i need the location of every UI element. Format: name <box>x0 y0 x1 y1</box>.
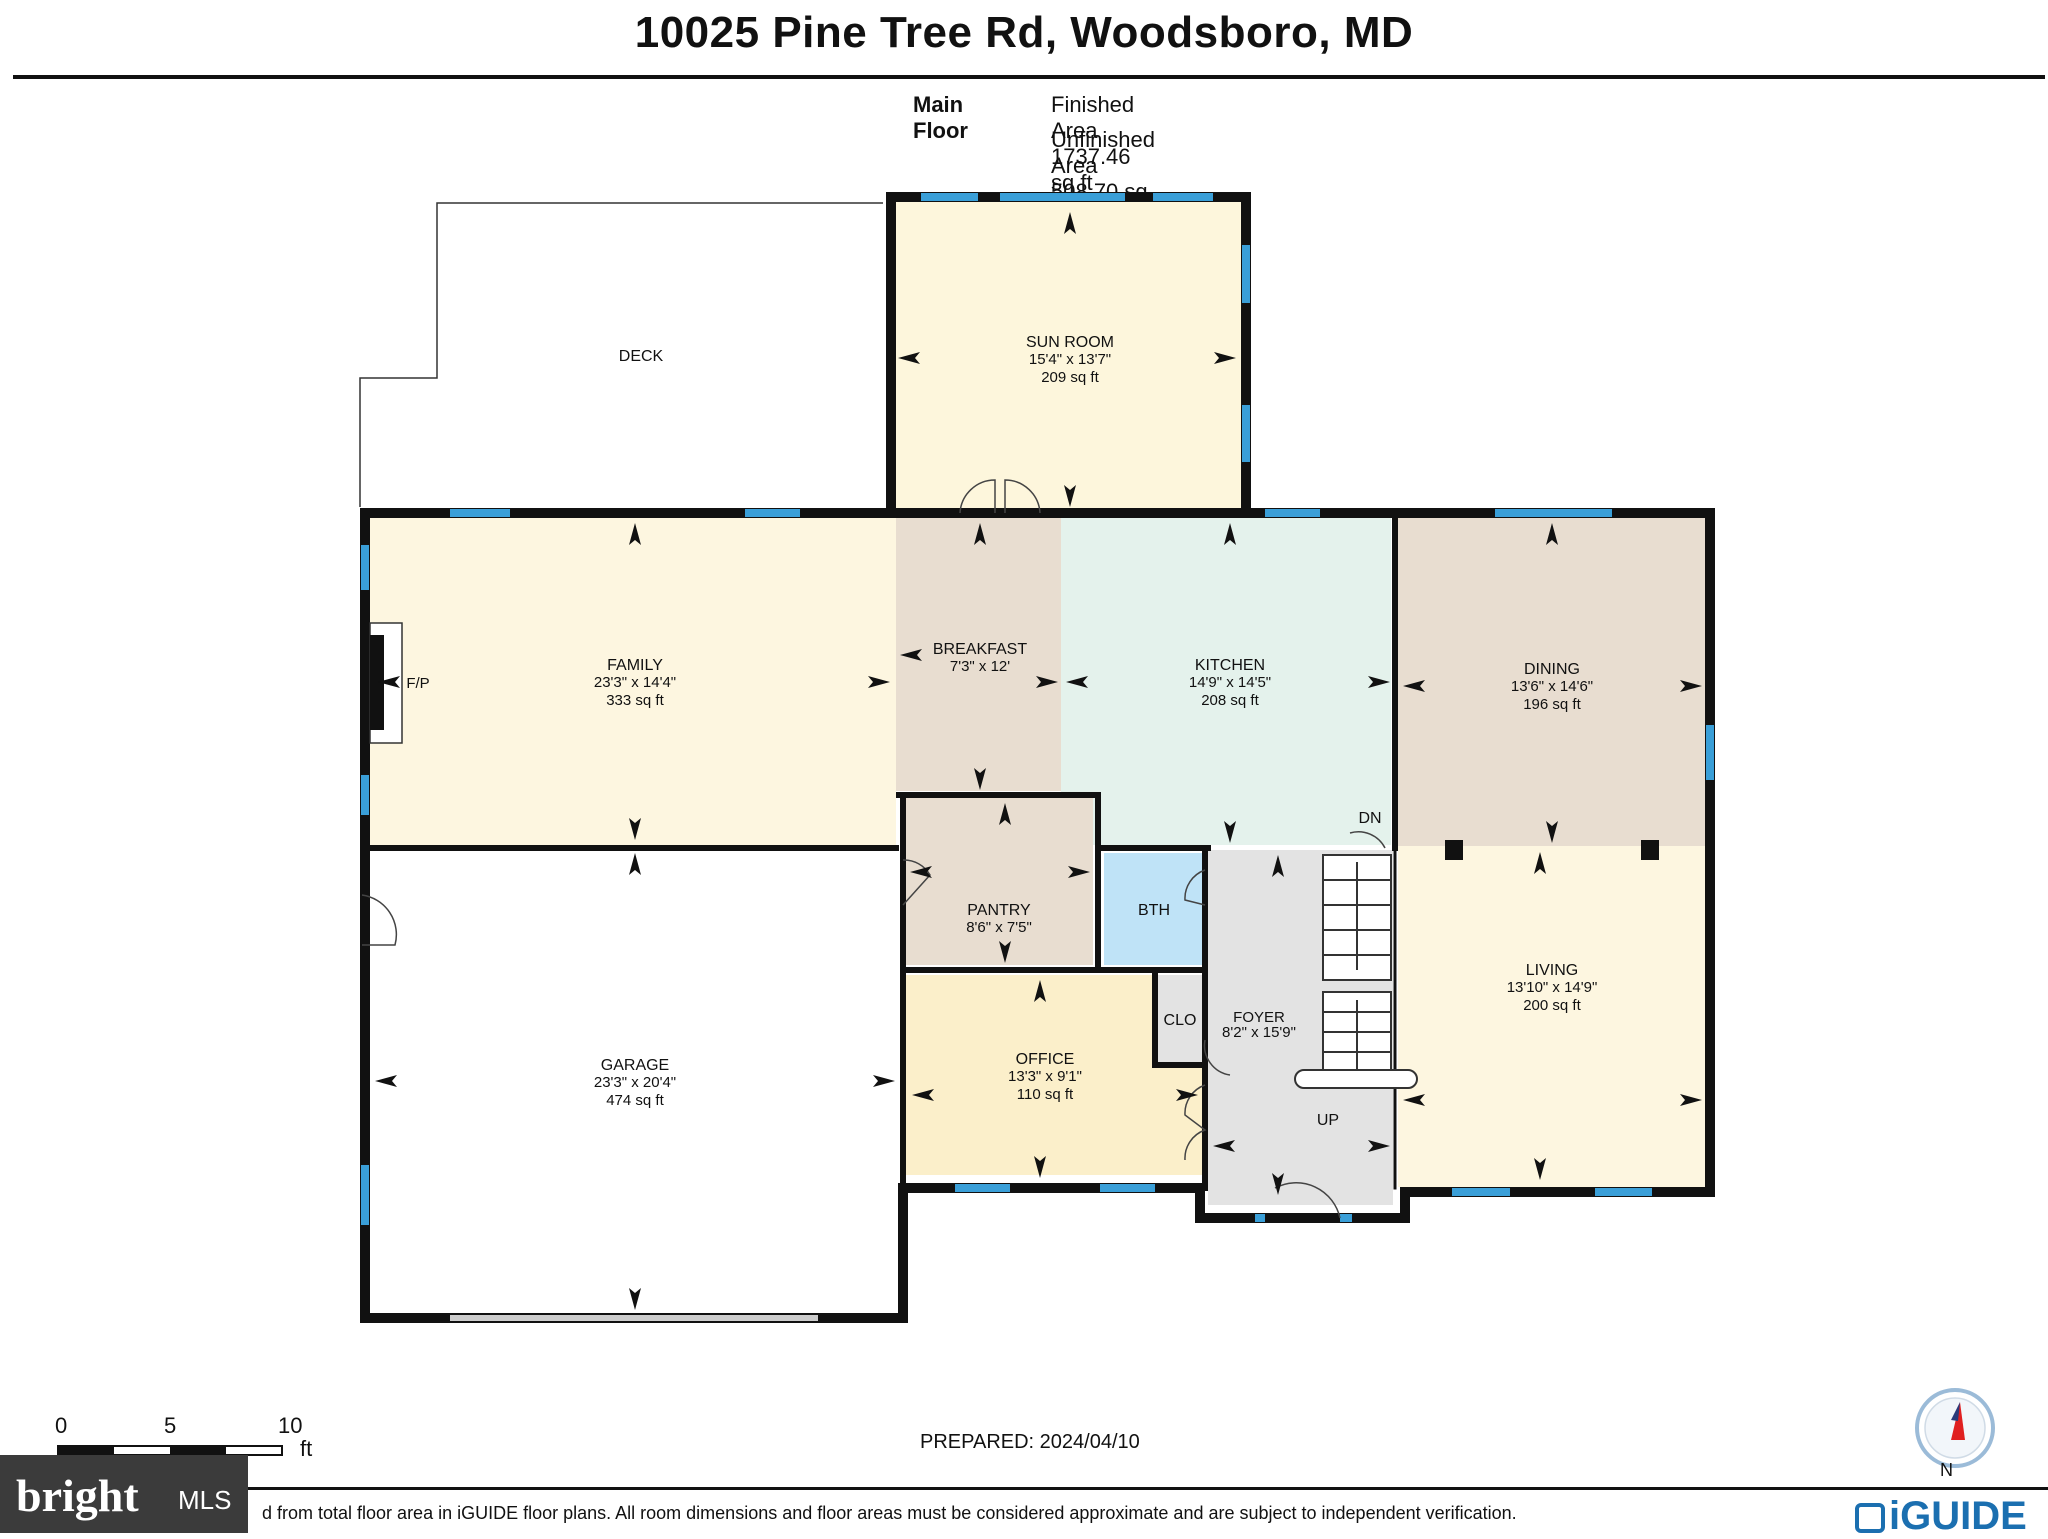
bath-name: BTH <box>1138 902 1170 919</box>
deck-outline <box>359 202 883 507</box>
scale-unit: ft <box>300 1436 313 1461</box>
sunroom-dims: 15'4" x 13'7" <box>1029 351 1111 368</box>
office-area: 110 sq ft <box>1017 1086 1074 1103</box>
foyer-name: FOYER <box>1233 1009 1285 1026</box>
breakfast-name: BREAKFAST <box>933 641 1027 658</box>
stairs-up-label: UP <box>1317 1112 1339 1129</box>
pantry-dims: 8'6" x 7'5" <box>966 919 1032 936</box>
living-fill <box>1398 846 1705 1187</box>
staircase <box>1294 854 1418 1089</box>
office-dims: 13'3" x 9'1" <box>1008 1068 1082 1085</box>
scale-tick-5: 5 <box>164 1413 177 1438</box>
kitchen-dims: 14'9" x 14'5" <box>1189 674 1271 691</box>
living-dims: 13'10" x 14'9" <box>1507 979 1598 996</box>
bright-wordmark: bright <box>16 1470 139 1521</box>
dining-fill <box>1398 518 1705 846</box>
scale-tick-0: 0 <box>55 1413 68 1438</box>
dining-name: DINING <box>1524 661 1580 678</box>
mls-wordmark: MLS <box>178 1485 232 1515</box>
fireplace-label: F/P <box>406 675 429 692</box>
deck-label: DECK <box>619 348 664 365</box>
kitchen-area: 208 sq ft <box>1201 692 1259 709</box>
north-compass-icon <box>1915 1388 1995 1468</box>
garage-name: GARAGE <box>601 1057 669 1074</box>
iguide-icon <box>1855 1503 1885 1534</box>
dining-area: 196 sq ft <box>1523 696 1581 713</box>
sunroom-area: 209 sq ft <box>1041 369 1099 386</box>
bright-mls-logo: bright MLS <box>0 1455 248 1533</box>
disclaimer-text: d from total floor area in iGUIDE floor … <box>262 1503 1517 1523</box>
kitchen-fill <box>1061 518 1391 845</box>
living-name: LIVING <box>1526 962 1578 979</box>
north-label: N <box>1940 1460 1953 1480</box>
bath-fill <box>1104 853 1204 965</box>
kitchen-name: KITCHEN <box>1195 657 1265 674</box>
dimension-arrows <box>375 212 1702 1310</box>
family-dims: 23'3" x 14'4" <box>594 674 676 691</box>
iguide-wordmark: iGUIDE <box>1889 1494 2027 1538</box>
living-area: 200 sq ft <box>1523 997 1581 1014</box>
floor-label: Main Floor <box>913 92 968 143</box>
scale-bar <box>57 1445 283 1456</box>
garage-dims: 23'3" x 20'4" <box>594 1074 676 1091</box>
title-divider <box>13 75 2045 79</box>
stairs-down-label: DN <box>1358 810 1381 827</box>
pantry-fill <box>905 797 1093 965</box>
iguide-logo: iGUIDE <box>1855 1494 2027 1539</box>
family-fill <box>370 518 896 845</box>
finished-area: Finished Area 1737.46 sq ft <box>1051 92 1135 195</box>
page-title: 10025 Pine Tree Rd, Woodsboro, MD <box>634 8 1414 57</box>
garage-area: 474 sq ft <box>606 1092 664 1109</box>
dining-dims: 13'6" x 14'6" <box>1511 678 1593 695</box>
foyer-dims: 8'2" x 15'9" <box>1222 1024 1296 1041</box>
closet-name: CLO <box>1164 1012 1197 1029</box>
breakfast-fill <box>896 518 1061 791</box>
prepared-date: PREPARED: 2024/04/10 <box>920 1431 1140 1453</box>
family-area: 333 sq ft <box>606 692 664 709</box>
footer: d from total floor area in iGUIDE floor … <box>0 1491 2048 1533</box>
breakfast-dims: 7'3" x 12' <box>950 658 1010 675</box>
sunroom-fill <box>891 202 1241 513</box>
footer-divider <box>248 1487 2048 1490</box>
sunroom-name: SUN ROOM <box>1026 334 1114 351</box>
scale-tick-10: 10 <box>278 1413 303 1438</box>
pantry-name: PANTRY <box>967 902 1031 919</box>
office-name: OFFICE <box>1016 1051 1075 1068</box>
family-name: FAMILY <box>607 657 663 674</box>
closet-fill <box>1158 975 1203 1063</box>
